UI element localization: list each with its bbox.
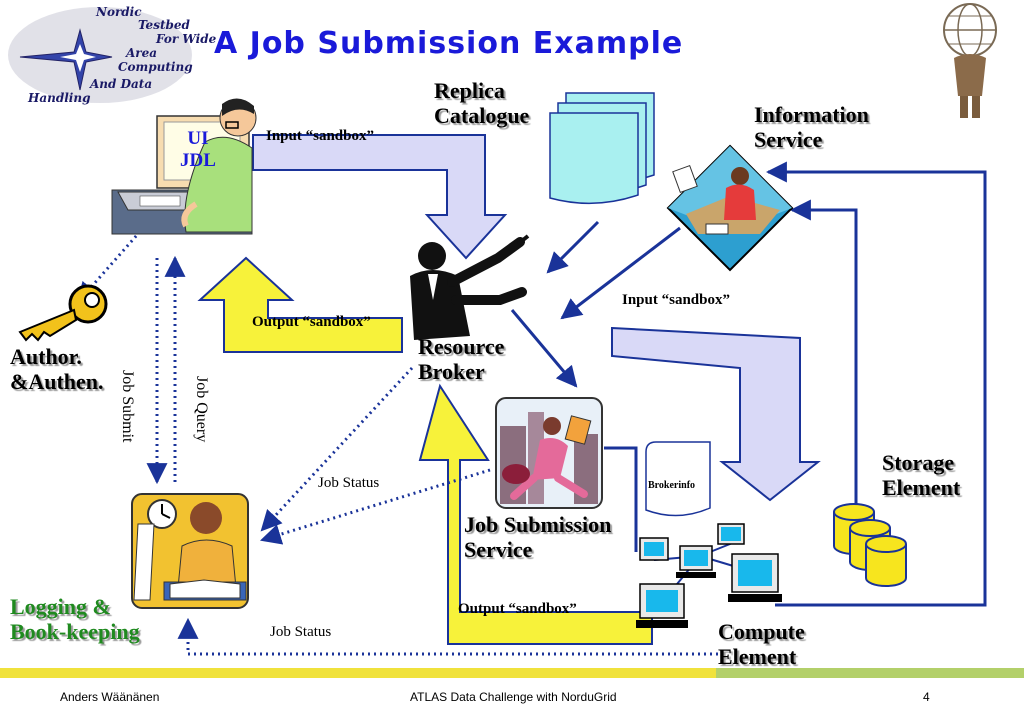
resource-broker-line1: Resource xyxy=(418,334,505,359)
logo-line-6: And Data xyxy=(89,77,152,91)
atlas-statue-icon xyxy=(943,3,997,118)
footer-bar-green xyxy=(716,668,1024,678)
logging-line2: Book-keeping xyxy=(10,619,140,645)
compute-element-label: Compute Element xyxy=(718,619,805,670)
logo-line-1: Nordic xyxy=(95,5,142,19)
input-sandbox-arrow-ui xyxy=(252,134,508,260)
output-sandbox-arrow-ce xyxy=(418,383,653,645)
footer-bar-yellow xyxy=(0,668,716,678)
resource-broker-label: Resource Broker xyxy=(418,334,504,385)
information-service-line2: Service xyxy=(754,127,823,153)
slide-title: A Job Submission Example xyxy=(214,26,684,61)
compute-element-line2: Element xyxy=(718,644,797,670)
footer-author: Anders Wäänänen xyxy=(60,690,160,704)
job-submit-label: Job Submit xyxy=(119,370,136,443)
compute-to-infoservice-line xyxy=(765,161,987,607)
brokerinfo-doc-icon xyxy=(645,441,711,517)
compute-element-icon xyxy=(636,523,782,628)
output-sandbox-arrow-ui xyxy=(197,256,403,353)
replica-catalogue-label: Replica Catalogue xyxy=(434,78,529,129)
input-sandbox-ce-label: Input “sandbox” xyxy=(622,292,730,308)
replica-catalogue-line1: Replica xyxy=(434,78,505,103)
logo-line-3: For Wide xyxy=(155,32,217,46)
storage-element-label: Storage Element xyxy=(882,450,960,501)
storage-to-infoservice-line xyxy=(789,199,858,505)
brokerinfo-label: Brokerinfo xyxy=(648,480,696,491)
job-submission-line1: Job Submission xyxy=(464,512,612,537)
logo-line-5: Computing xyxy=(118,60,193,74)
input-sandbox-ui-label: Input “sandbox” xyxy=(266,128,374,144)
nordugrid-logo: Nordic Testbed For Wide Area Computing A… xyxy=(8,5,217,105)
replica-catalogue-icon xyxy=(549,92,655,205)
information-service-label: Information Service xyxy=(754,102,869,153)
resource-broker-icon xyxy=(410,234,530,340)
catalogue-to-broker-line xyxy=(546,220,600,274)
footer-center: ATLAS Data Challenge with NorduGrid xyxy=(410,690,617,704)
infoservice-to-broker-line xyxy=(560,226,681,320)
ui-box-line1: UI xyxy=(187,128,209,149)
job-submission-service-label: Job Submission Service xyxy=(464,512,611,563)
ce-status-dotted xyxy=(177,617,718,656)
output-sandbox-ui-label: Output “sandbox” xyxy=(252,314,371,330)
author-line1: Author. xyxy=(10,344,82,369)
job-query-label: Job Query xyxy=(193,376,210,443)
replica-catalogue-line2: Catalogue xyxy=(434,103,530,129)
broker-to-jobsubmission-line xyxy=(510,309,578,388)
job-submission-service-icon xyxy=(495,397,603,509)
storage-element-line2: Element xyxy=(882,475,961,501)
ui-box-line2: JDL xyxy=(180,149,216,171)
logo-line-4: Area xyxy=(125,46,157,60)
broker-status-dotted xyxy=(260,366,414,532)
input-sandbox-arrow-ce xyxy=(611,326,821,502)
logging-line1: Logging & xyxy=(10,594,111,619)
author-authen-label: Author. &Authen. xyxy=(10,344,104,395)
user-person-icon xyxy=(181,98,257,233)
information-service-line1: Information xyxy=(754,102,869,127)
storage-element-icon xyxy=(833,503,907,587)
jss-to-compute-line xyxy=(604,446,638,552)
logo-line-2: Testbed xyxy=(138,18,191,32)
compute-element-line1: Compute xyxy=(718,619,805,644)
logging-bookkeeping-label: Logging & Book-keeping xyxy=(10,594,140,645)
footer-page-number: 4 xyxy=(923,690,930,704)
storage-element-line1: Storage xyxy=(882,450,955,475)
resource-broker-line2: Broker xyxy=(418,359,485,385)
job-status-label-1: Job Status xyxy=(318,475,380,491)
logo-line-7: Handling xyxy=(27,91,90,105)
job-submission-line2: Service xyxy=(464,537,533,563)
information-service-icon xyxy=(666,144,794,272)
key-icon xyxy=(18,284,108,342)
ui-box-label: UI JDL xyxy=(180,128,216,172)
jss-status-dotted xyxy=(259,468,491,545)
job-status-label-2: Job Status xyxy=(270,624,332,640)
logging-bookkeeping-icon xyxy=(131,493,249,609)
author-line2: &Authen. xyxy=(10,369,104,395)
output-sandbox-ce-label: Output “sandbox” xyxy=(458,601,577,617)
